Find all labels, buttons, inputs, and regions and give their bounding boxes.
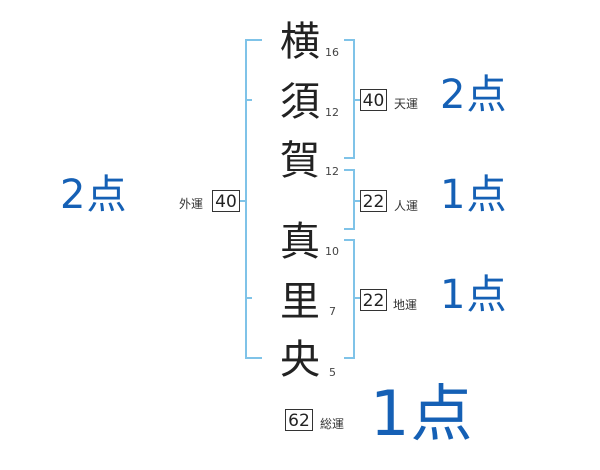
chiun-value: 22 [360,289,387,311]
gaiun-label: 外運 [179,197,204,211]
tenun-value: 40 [360,89,387,111]
souun-score: 1点 [370,377,474,450]
surname-char-1: 横 [280,19,320,65]
surname-stroke-1: 16 [325,46,339,59]
given-stroke-1: 10 [325,245,339,258]
tenun-score: 2点 [440,72,508,118]
tenun-label: 天運 [394,97,419,111]
given-char-2: 里 [280,279,320,325]
chiun-score: 1点 [440,272,508,318]
surname-char-3: 賀 [280,138,320,184]
surname-char-2: 須 [280,79,320,125]
given-char-3: 央 [280,337,320,383]
souun-value: 62 [285,409,313,431]
jinun-label: 人運 [394,199,419,213]
jinun-value: 22 [360,190,387,212]
souun-label: 総運 [320,417,345,431]
surname-stroke-3: 12 [325,165,339,178]
given-stroke-2: 7 [329,305,336,318]
given-char-1: 真 [280,219,320,265]
jinun-score: 1点 [440,172,508,218]
gaiun-score: 2点 [60,172,128,218]
surname-stroke-2: 12 [325,106,339,119]
chiun-label: 地運 [393,298,418,312]
given-stroke-3: 5 [329,366,336,379]
gaiun-value: 40 [212,190,240,212]
